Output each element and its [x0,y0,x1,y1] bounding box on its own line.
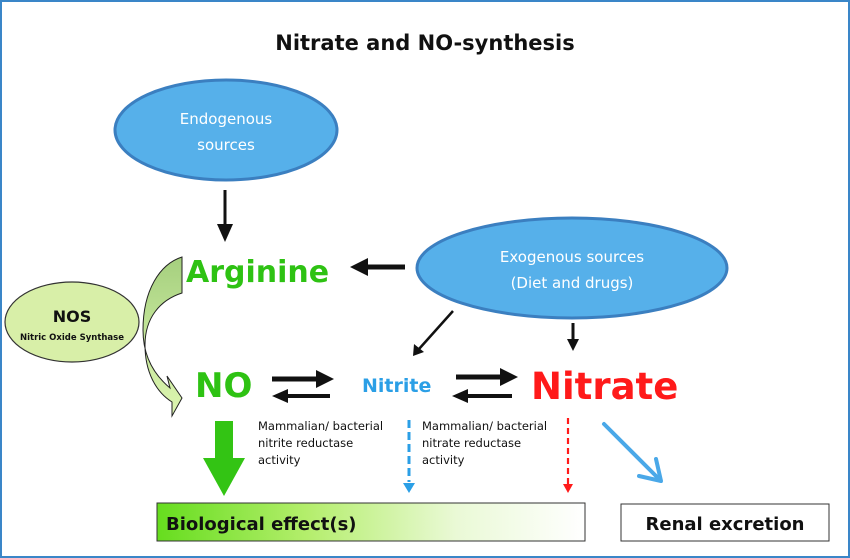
nos-node: NOS Nitric Oxide Synthase [4,281,140,363]
nos-full-name: Nitric Oxide Synthase [20,333,124,343]
nitrite-reductase-line2: nitrite reductase [258,436,353,450]
nitrite-reductase-annotation: Mammalian/ bacterial nitrite reductase a… [258,419,383,467]
endogenous-label-line1: Endogenous [180,110,273,128]
nitrite-reductase-line3: activity [258,453,301,467]
nitrate-reductase-line1: Mammalian/ bacterial [422,419,547,433]
no-label: NO [195,366,252,406]
exogenous-sources-node: Exogenous sources (Diet and drugs) [415,216,729,320]
biological-effects-label: Biological effect(s) [166,514,357,535]
renal-excretion-label: Renal excretion [646,514,805,535]
arrow-nitrite-to-biological-effects [403,420,415,493]
nitrite-label: Nitrite [362,375,431,397]
equilibrium-arrows-nitrite-nitrate [452,368,518,403]
endogenous-sources-node: Endogenous sources [113,78,339,182]
arrow-exogenous-to-nitrite [413,310,454,356]
nos-ellipse [4,281,140,363]
nitrite-reductase-line1: Mammalian/ bacterial [258,419,383,433]
biological-effects-box: Biological effect(s) [156,502,586,542]
endogenous-label-line2: sources [197,136,255,154]
nitrate-reductase-line3: activity [422,453,465,467]
renal-excretion-box: Renal excretion [620,503,830,542]
nitrate-reductase-annotation: Mammalian/ bacterial nitrate reductase a… [422,419,547,467]
equilibrium-arrows-no-nitrite [272,370,334,403]
arrow-endogenous-to-arginine [217,190,233,242]
arginine-label: Arginine [186,255,329,290]
arrow-exogenous-to-arginine [350,258,405,276]
arrow-no-to-biological-effects [203,421,245,496]
endogenous-ellipse [113,78,339,182]
exogenous-ellipse [415,216,729,320]
nos-curved-arrow [142,256,183,418]
diagram-title: Nitrate and NO-synthesis [275,31,575,55]
nos-abbreviation: NOS [53,307,92,326]
nitrate-label: Nitrate [531,365,678,408]
arrow-nitrate-to-renal-excretion [602,422,663,483]
arrow-nitrate-to-biological-effects [563,418,573,493]
arrow-exogenous-to-nitrate [567,323,579,351]
exogenous-label-line1: Exogenous sources [500,248,644,266]
exogenous-label-line2: (Diet and drugs) [511,274,634,292]
nitrate-reductase-line2: nitrate reductase [422,436,521,450]
